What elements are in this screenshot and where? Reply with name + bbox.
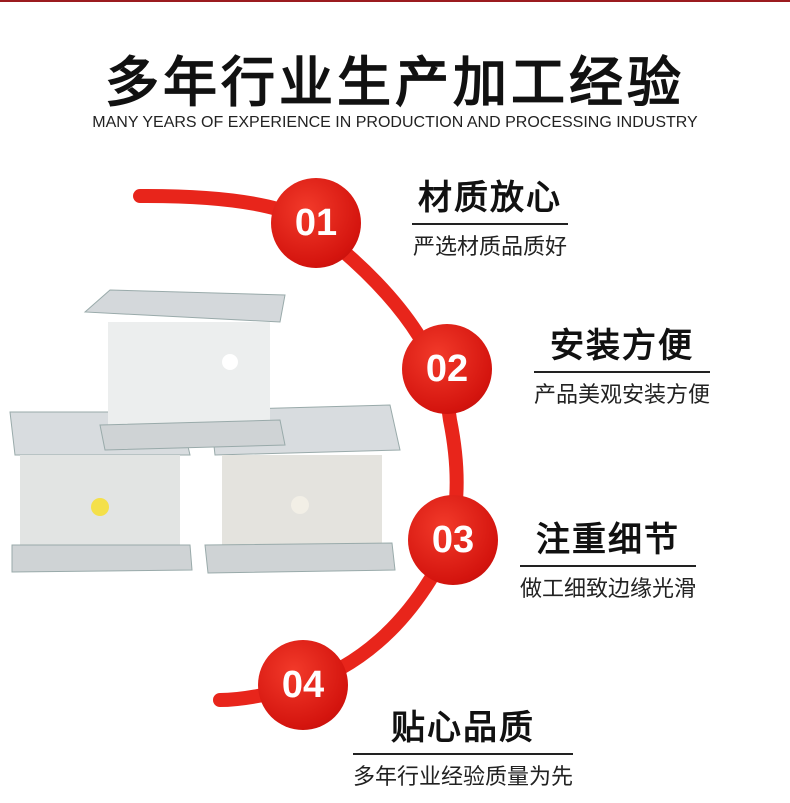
step-badge-04: 04 — [258, 640, 348, 730]
feature-3: 注重细节 做工细致边缘光滑 — [520, 512, 697, 603]
page-subtitle: MANY YEARS OF EXPERIENCE IN PRODUCTION A… — [92, 114, 698, 131]
feature-title: 贴心品质 — [353, 700, 574, 755]
duct-box-top — [83, 289, 286, 451]
feature-desc: 产品美观安装方便 — [534, 383, 711, 408]
feature-4: 贴心品质 多年行业经验质量为先 — [353, 700, 574, 791]
feature-title: 安装方便 — [534, 318, 711, 373]
step-badge-03: 03 — [408, 495, 498, 585]
feature-title: 材质放心 — [412, 170, 568, 225]
feature-desc: 多年行业经验质量为先 — [353, 765, 574, 790]
feature-1: 材质放心 严选材质品质好 — [412, 170, 568, 261]
feature-desc: 严选材质品质好 — [412, 235, 567, 260]
feature-title: 注重细节 — [520, 512, 697, 567]
duct-box-left — [9, 411, 193, 573]
feature-2: 安装方便 产品美观安装方便 — [534, 318, 711, 409]
top-divider — [0, 0, 790, 2]
feature-desc: 做工细致边缘光滑 — [520, 577, 697, 602]
page-title: 多年行业生产加工经验 — [105, 51, 685, 114]
step-badge-02: 02 — [402, 324, 492, 414]
step-badge-01: 01 — [271, 178, 361, 268]
